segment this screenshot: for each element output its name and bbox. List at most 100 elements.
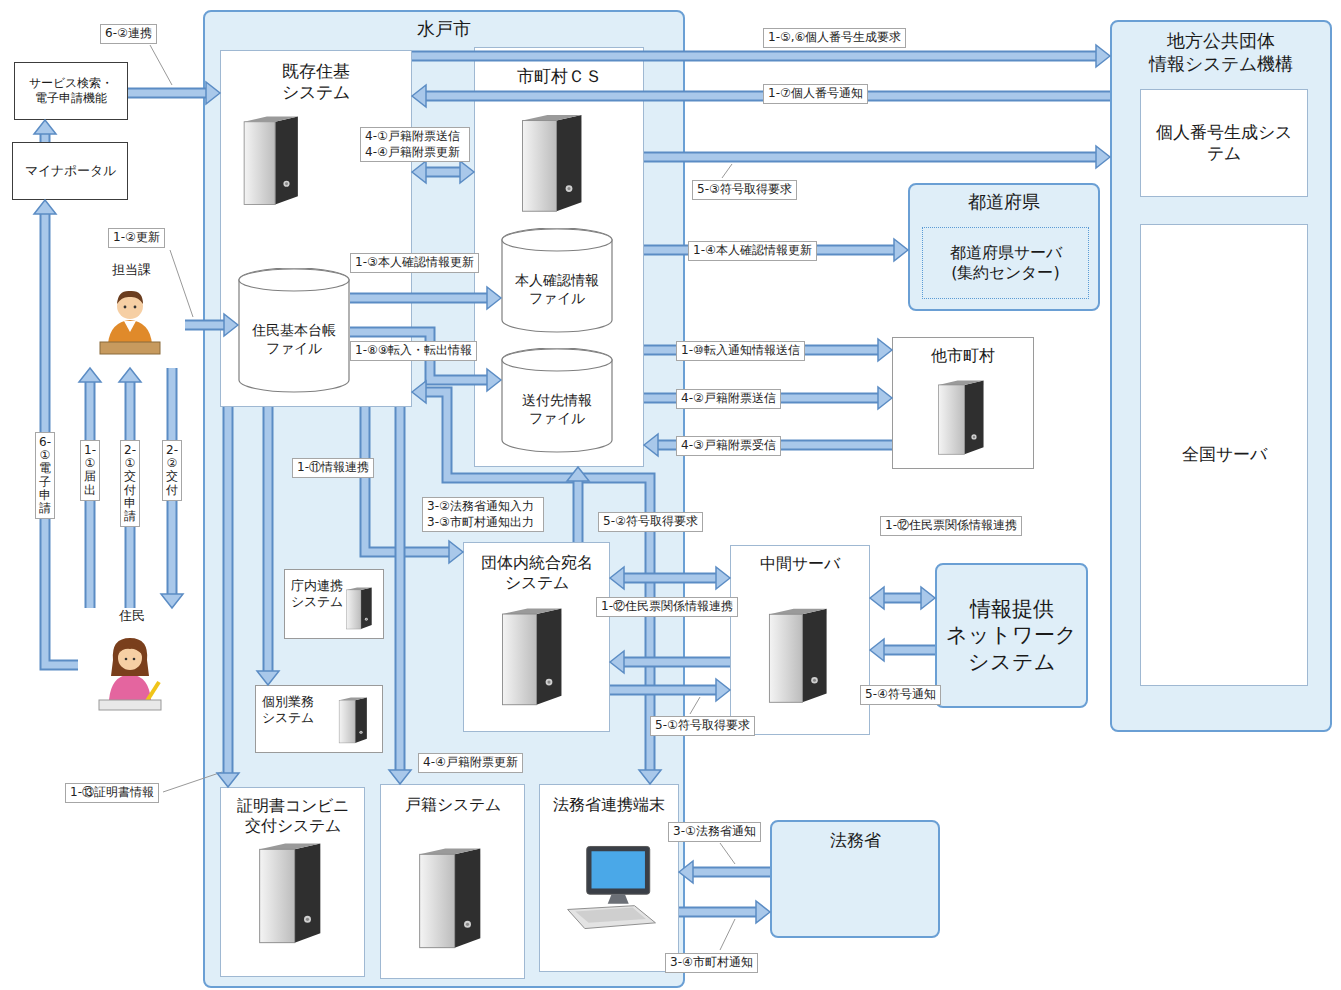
edge-label: 4-②戸籍附票送信 [676, 389, 781, 409]
edge-label: 6-②連携 [100, 24, 157, 44]
arrow-head [639, 770, 661, 784]
flow-arrow [128, 82, 220, 104]
node-label: 市町村ＣＳ [517, 66, 602, 87]
file-cylinder: 送付先情報 ファイル [501, 348, 613, 453]
arrow-head [206, 82, 220, 104]
edge-label: 1-②更新 [108, 228, 165, 248]
arrow-head [460, 161, 474, 183]
arrow-shaft [128, 90, 206, 97]
label-holder: 4-②戸籍附票送信 [676, 389, 781, 409]
label-holder: 5-④符号通知 [860, 685, 941, 705]
system-box: 個人番号生成シス テム [1140, 89, 1308, 197]
node-label: 証明書コンビニ 交付システム [237, 796, 349, 836]
label-holder: 5-①符号取得要求 [650, 716, 755, 736]
arrow-head [610, 567, 624, 589]
arrow-outline [573, 481, 584, 542]
arrow-head [716, 567, 730, 589]
arrow-outline [610, 685, 716, 696]
edge-label: 1-⑫住民票関係情報連携 [880, 516, 1022, 536]
edge-label: 1-③本人確認情報更新 [350, 253, 479, 273]
arrow-outline [426, 167, 460, 178]
arrow-shaft [42, 134, 49, 142]
node-label: マイナポータル [25, 163, 116, 179]
arrow-shaft [397, 407, 404, 770]
label-holder: 1-①届出 [80, 440, 100, 501]
arrow-shaft [265, 407, 272, 671]
server-icon [523, 115, 582, 211]
flow-arrow [870, 587, 935, 609]
cylinder-top [502, 229, 612, 251]
arrow-outline [426, 392, 650, 770]
arrow-head [644, 434, 658, 456]
server-icon [420, 849, 481, 948]
server-icon [503, 608, 562, 704]
label-holder: 3-①法務省通知 [668, 822, 761, 842]
arrow-head [610, 651, 624, 673]
server-icon [346, 587, 371, 629]
label-holder: 1-⑫住民票関係情報連携 [880, 516, 1022, 536]
label-holder: 1-⑩転入通知情報送信 [676, 341, 805, 361]
edge-label: 4-④戸籍附票更新 [418, 753, 523, 773]
arrow-head [878, 339, 892, 361]
edge-label: 2-①交付申請 [120, 440, 140, 527]
node-label: 都道府県サーバ (集約センター) [950, 243, 1062, 283]
leader-line [150, 45, 172, 85]
node-label: 水戸市 [417, 18, 471, 41]
arrow-shaft [350, 295, 487, 302]
node-label: サービス検索・ 電子申請機能 [29, 76, 113, 106]
arrow-shaft [610, 687, 716, 694]
arrow-shaft [884, 595, 921, 602]
arrow-shaft [884, 647, 935, 654]
flow-arrow [185, 314, 238, 336]
flow-arrow [644, 239, 908, 261]
node-label: 住民 [119, 608, 145, 624]
edge-label: 1-⑩転入通知情報送信 [676, 341, 805, 361]
flow-arrow [412, 381, 661, 784]
flow-arrow [217, 407, 239, 787]
arrow-outline [884, 593, 921, 604]
label-holder: 1-⑦個人番号通知 [763, 84, 868, 104]
flow-arrow [870, 639, 935, 661]
arrow-head [412, 85, 426, 107]
server-icon [260, 844, 321, 943]
leader-line [720, 843, 735, 864]
leader-line [722, 164, 732, 178]
arrow-head [79, 368, 101, 382]
portal-box: マイナポータル [12, 142, 128, 200]
flow-arrow [412, 161, 474, 183]
terminal-icon [568, 846, 656, 928]
arrow-head [921, 587, 935, 609]
edge-label: 1-⑧⑨転入・転出情報 [350, 341, 477, 361]
server-icon [938, 381, 983, 455]
edge-label: 2-②交付 [162, 440, 182, 501]
node-label: 担当課 [112, 262, 151, 278]
leader-line [163, 772, 222, 792]
arrow-head [224, 314, 238, 336]
cylinder-body [502, 228, 612, 332]
staff-icon [100, 291, 160, 354]
flow-arrow [119, 368, 141, 608]
node-label: 情報提供 ネットワーク システム [946, 596, 1077, 675]
flow-arrow [34, 120, 56, 142]
node-label: 団体内統合宛名 システム [481, 553, 593, 593]
arrow-shaft [624, 575, 716, 582]
node-label: 法務省連携端末 [553, 795, 665, 815]
label-holder: 1-③本人確認情報更新 [350, 253, 479, 273]
arrow-head [878, 387, 892, 409]
flow-arrow [644, 339, 892, 361]
edge-label: 6-①電子申請 [35, 432, 55, 519]
label-holder: 5-③符号取得要求 [692, 180, 797, 200]
edge-label: 4-①戸籍附票送信 4-④戸籍附票更新 [360, 127, 470, 162]
label-holder: 1-⑧⑨転入・転出情報 [350, 341, 477, 361]
node-label: 本人確認情報 ファイル [515, 272, 599, 307]
arrow-head [487, 369, 501, 391]
resident-icon [99, 638, 161, 710]
arrow-head [119, 368, 141, 382]
label-holder: 6-②連携 [100, 24, 157, 44]
node-label: 戸籍システム [405, 795, 501, 815]
leader-line [690, 697, 700, 714]
cylinder-top [502, 349, 612, 371]
arrow-shaft [426, 169, 460, 176]
label-holder: 1-⑬証明書情報 [65, 783, 159, 803]
